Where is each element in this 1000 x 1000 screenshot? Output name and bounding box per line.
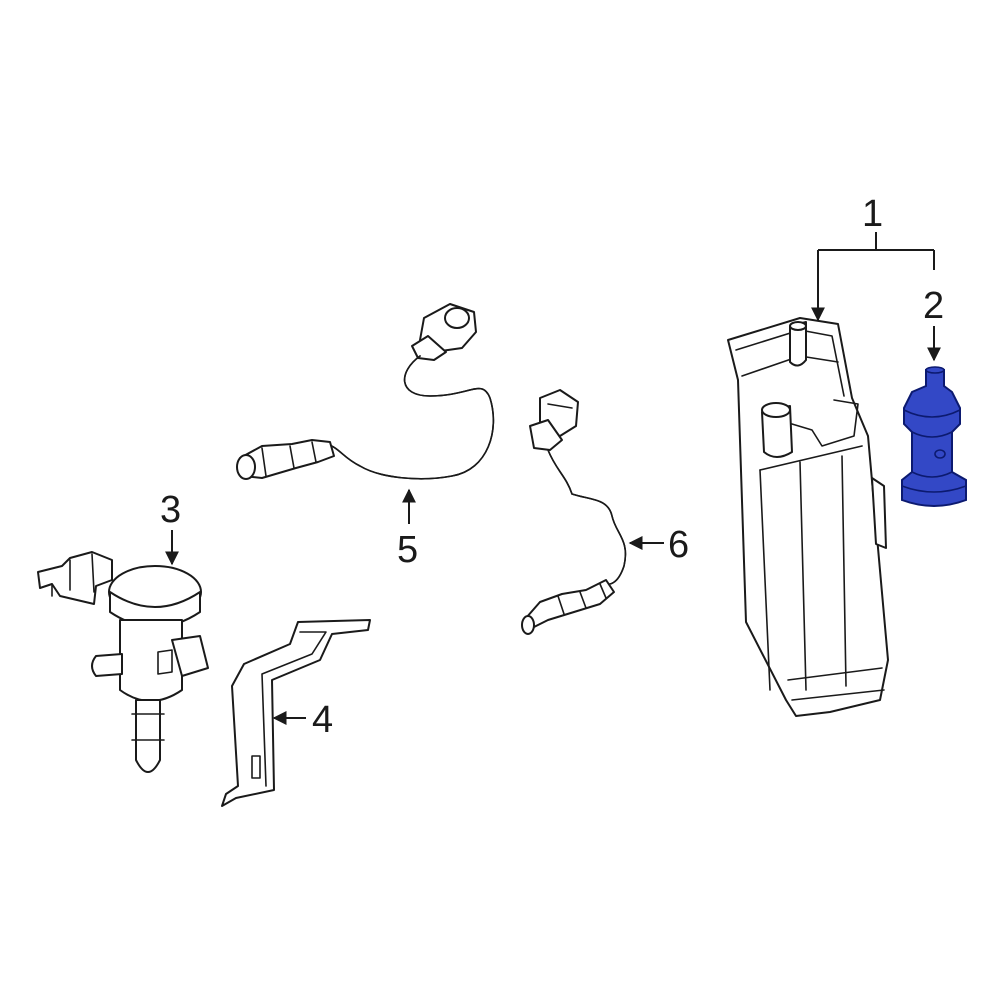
callout-5: 5 [397, 529, 418, 571]
oxygen-sensor-part-6[interactable] [521, 389, 627, 635]
callout-1: 1 [862, 193, 883, 235]
callout-3: 3 [160, 489, 181, 531]
vapor-canister-part-1[interactable] [727, 317, 889, 717]
callout-4: 4 [312, 699, 333, 741]
callout-2: 2 [923, 285, 944, 327]
bracket-part-4[interactable] [221, 619, 371, 807]
leader-lines [165, 232, 941, 725]
callout-6: 6 [668, 524, 689, 566]
purge-valve-part-3[interactable] [37, 551, 209, 773]
oxygen-sensor-part-5[interactable] [236, 303, 495, 480]
highlighted-valve-part-2[interactable] [901, 366, 967, 507]
